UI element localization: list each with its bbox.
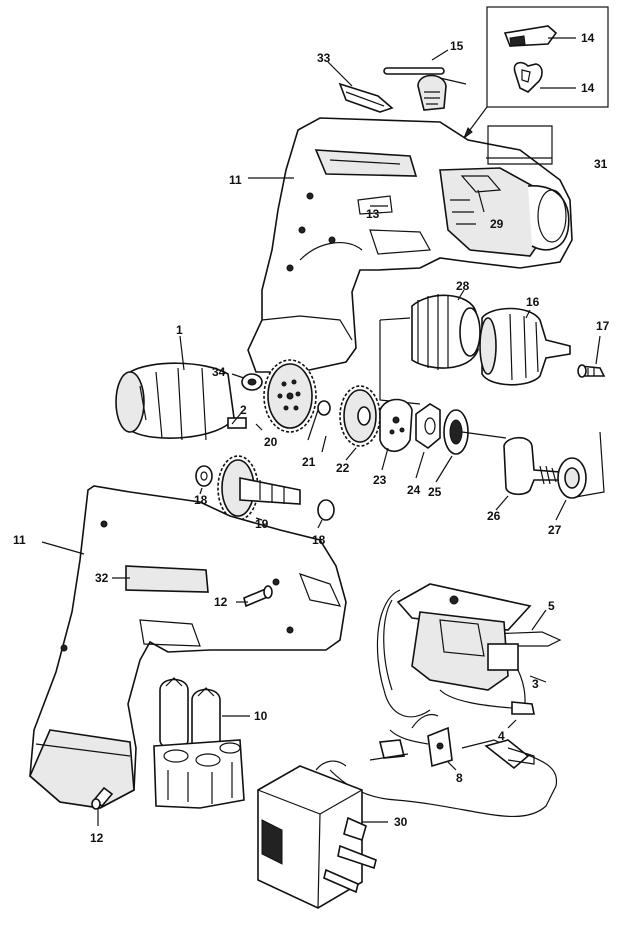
part-30-charger <box>257 739 558 909</box>
callout-16: 16 <box>526 295 540 309</box>
callout-31: 31 <box>594 157 608 171</box>
callout-34: 34 <box>212 365 226 379</box>
callout-5: 5 <box>548 599 555 613</box>
callout-12-upper: 12 <box>214 595 228 609</box>
part-18-bushing-right <box>317 499 335 521</box>
callout-27: 27 <box>548 523 562 537</box>
callout-19: 19 <box>255 517 269 531</box>
callout-18-right: 18 <box>312 533 326 547</box>
callout-22: 22 <box>336 461 350 475</box>
part-8-connector <box>369 713 453 768</box>
part-33-brush <box>338 82 394 113</box>
callout-8: 8 <box>456 771 463 785</box>
callout-2: 2 <box>240 403 247 417</box>
part-11-upper-housing <box>247 117 573 373</box>
part-23-plate <box>379 398 413 453</box>
part-14-clip-top <box>503 25 558 47</box>
callout-24: 24 <box>407 483 421 497</box>
callout-14-bottom: 14 <box>581 81 595 95</box>
part-16-chuck <box>479 307 571 386</box>
part-26-spindle <box>461 431 561 496</box>
part-12-screw-lower <box>91 786 114 810</box>
part-24-lockplate <box>415 403 441 449</box>
part-34-bushing <box>241 373 263 391</box>
callout-28: 28 <box>456 279 470 293</box>
callout-18-left: 18 <box>194 493 208 507</box>
part-22-gear <box>339 385 381 447</box>
part-11-lower-housing <box>29 485 347 809</box>
callout-32: 32 <box>95 571 109 585</box>
callout-17: 17 <box>596 319 610 333</box>
callout-10: 10 <box>254 709 268 723</box>
part-4-lead <box>439 689 535 715</box>
callout-26: 26 <box>487 509 501 523</box>
callout-11-upper: 11 <box>229 173 242 187</box>
part-18-bushing-left <box>195 465 213 487</box>
part-20-gear <box>263 359 317 433</box>
part-14-clip-bottom <box>513 61 543 93</box>
part-1-motor <box>115 362 247 441</box>
callout-33: 33 <box>317 51 331 65</box>
callout-21: 21 <box>302 455 316 469</box>
part-25-ring <box>443 409 469 455</box>
callout-23: 23 <box>373 473 387 487</box>
callout-labels: 33 15 14 14 31 11 13 29 28 16 17 1 34 2 … <box>13 31 610 845</box>
part-12-screw-upper <box>243 585 273 608</box>
part-15-brush-holder <box>383 67 467 111</box>
part-27-bearing <box>557 457 587 499</box>
inset-box <box>462 6 609 140</box>
part-17-screw <box>577 364 606 378</box>
callout-11-lower: 11 <box>13 533 26 547</box>
callout-13: 13 <box>366 207 380 221</box>
callout-15: 15 <box>450 39 464 53</box>
callout-14-top: 14 <box>581 31 595 45</box>
part-19-gear-shaft <box>217 455 301 521</box>
part-10-battery-pack <box>153 677 245 809</box>
callout-30: 30 <box>394 815 408 829</box>
part-28-collar <box>411 294 481 370</box>
part-21-pin <box>307 400 331 441</box>
callout-29: 29 <box>490 217 504 231</box>
part-3-switch <box>396 583 532 691</box>
callout-4: 4 <box>498 729 505 743</box>
callout-3: 3 <box>532 677 539 691</box>
callout-12-lower: 12 <box>90 831 104 845</box>
callout-25: 25 <box>428 485 442 499</box>
callout-1: 1 <box>176 323 183 337</box>
callout-20: 20 <box>264 435 278 449</box>
